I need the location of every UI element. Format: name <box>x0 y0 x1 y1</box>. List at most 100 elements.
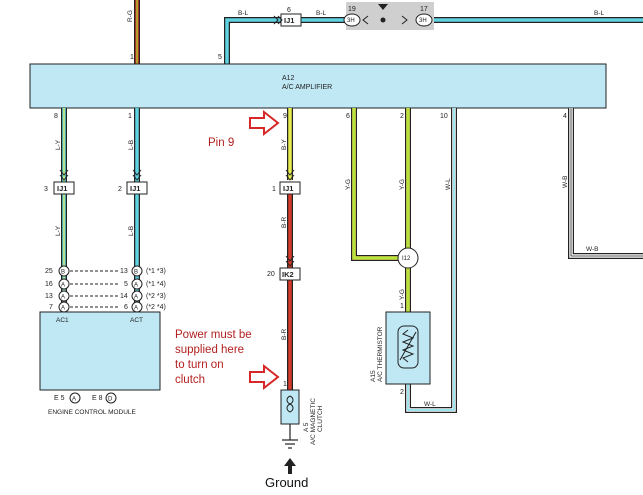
svg-text:B: B <box>61 270 65 276</box>
ecm-e5-connector-icon: A <box>69 392 81 404</box>
pin-label-therm-out: 2 <box>400 389 404 396</box>
svg-text:I12: I12 <box>402 256 411 262</box>
annotation-ground: Ground <box>265 475 308 490</box>
pin-label-wb: 4 <box>563 113 567 120</box>
pin-label-ac1-ij1: 3 <box>44 186 48 193</box>
red-arrow-power-icon <box>249 363 280 391</box>
svg-text:D: D <box>108 397 113 403</box>
svg-text:(*2 *4): (*2 *4) <box>146 304 166 311</box>
svg-text:25: 25 <box>45 268 53 275</box>
clutch-code: A 5 <box>303 422 310 432</box>
svg-text:IJ1: IJ1 <box>283 184 293 193</box>
pin-label-act-ij1: 2 <box>118 186 122 193</box>
chevron-down-icon <box>285 255 295 267</box>
svg-text:IJ1: IJ1 <box>284 16 294 25</box>
wire-label-wl: W-L <box>445 178 452 190</box>
wire-wl-loop <box>405 108 457 413</box>
wire-bl-top <box>224 17 643 64</box>
wire-wb <box>568 108 643 259</box>
wire-label-yg-2: Y-G <box>399 179 406 190</box>
svg-text:16: 16 <box>45 281 53 288</box>
red-arrow-pin9-icon <box>249 109 280 137</box>
svg-text:A: A <box>134 306 138 312</box>
ecm-e5-label: E 5 <box>54 395 65 402</box>
thermistor-code: A15 <box>370 370 377 382</box>
wire-label-br-1: B-R <box>281 217 288 229</box>
ecm-e8-label: E 8 <box>92 395 103 402</box>
ij1-top-connector: IJ1 <box>280 13 302 27</box>
svg-text:3H: 3H <box>347 18 355 24</box>
junction-node-icon <box>362 4 408 25</box>
pin-label-clutch: 1 <box>283 381 287 388</box>
engine-control-module-box <box>39 311 161 391</box>
wire-label-bl-3: B-L <box>594 10 605 17</box>
ij1-top-pin: 6 <box>287 7 291 14</box>
clutch-name-1: A/C MAGNETIC <box>310 398 317 445</box>
ij1-ac1-connector: IJ1 <box>53 181 75 195</box>
svg-text:IJ1: IJ1 <box>130 184 140 193</box>
magnetic-clutch-icon <box>280 389 300 449</box>
wire-label-yg-3: Y-G <box>399 289 406 300</box>
pin-label-therm-10: 10 <box>440 113 448 120</box>
wire-yg-pin6 <box>351 108 398 261</box>
wire-label-lb-1: L-B <box>128 140 135 150</box>
annotation-power-line-4: clutch <box>175 374 205 386</box>
svg-text:IK2: IK2 <box>282 270 294 279</box>
svg-text:(*1 *4): (*1 *4) <box>146 281 166 288</box>
pin-label-17: 17 <box>420 6 428 13</box>
svg-text:IJ1: IJ1 <box>57 184 67 193</box>
wire-label-br-2: B-R <box>281 329 288 341</box>
pin-label-clutch-amp: 9 <box>283 113 287 120</box>
svg-text:A: A <box>61 306 65 312</box>
annotation-pin9: Pin 9 <box>208 137 234 149</box>
chevron-down-icon <box>132 169 142 181</box>
i12-junction-connector: I12 <box>397 247 419 269</box>
amplifier-code: A12 <box>282 75 295 82</box>
svg-text:7: 7 <box>49 304 53 311</box>
svg-text:14: 14 <box>120 293 128 300</box>
annotation-power-line-2: supplied here <box>175 344 244 356</box>
wire-label-bl-2: B-L <box>316 10 327 17</box>
svg-text:6: 6 <box>124 304 128 311</box>
wire-label-wl-bottom: W-L <box>424 401 436 408</box>
svg-text:A: A <box>134 295 138 301</box>
wire-label-ly-1: L-Y <box>55 139 62 150</box>
pin-label-clutch-ij1: 1 <box>272 186 276 193</box>
wire-label-lb-2: L-B <box>128 226 135 236</box>
annotation-power-line-3: to turn on <box>175 359 224 371</box>
svg-text:A: A <box>72 397 76 403</box>
annotation-power-line-1: Power must be <box>175 329 252 341</box>
ecm-pin-row-4: 7 A 6 A (*2 *4) <box>49 301 166 313</box>
pin-label-19: 19 <box>348 6 356 13</box>
svg-text:(*1 *3): (*1 *3) <box>146 268 166 275</box>
wire-label-by: B-Y <box>281 139 288 151</box>
ground-arrow-icon <box>284 458 296 474</box>
wire-label-yg-1: Y-G <box>345 179 352 190</box>
chevron-icon <box>273 15 283 25</box>
clutch-name-2: CLUTCH <box>317 405 324 432</box>
wire-label-bl-1: B-L <box>238 10 249 17</box>
pin-label-ik2: 20 <box>267 271 275 278</box>
ecm-pin-row-1: 25 B 13 B (*1 *3) <box>45 265 166 277</box>
svg-text:5: 5 <box>124 281 128 288</box>
wire-label-rg: R-G <box>127 10 134 22</box>
pin-label-top-1: 1 <box>130 54 134 61</box>
wire-label-wb-1: W-B <box>562 175 569 188</box>
ac-amplifier-box <box>29 63 607 109</box>
ecm-ac1-label: AC1 <box>56 317 69 324</box>
ecm-pin-row-3: 13 A 14 A (*2 *3) <box>45 290 166 302</box>
svg-text:13: 13 <box>45 293 53 300</box>
pin-label-therm-in: 1 <box>400 303 404 310</box>
conn-3h-right: 3H <box>415 13 433 27</box>
amplifier-name: A/C AMPLIFIER <box>282 84 332 91</box>
svg-text:13: 13 <box>120 268 128 275</box>
pin-label-therm-6: 6 <box>346 113 350 120</box>
pin-label-therm-2: 2 <box>400 113 404 120</box>
ecm-e8-connector-icon: D <box>105 392 117 404</box>
ij1-act-connector: IJ1 <box>126 181 148 195</box>
pin-label-top-5: 5 <box>218 54 222 61</box>
ecm-pin-row-2: 16 A 5 A (*1 *4) <box>45 278 166 290</box>
chevron-down-icon <box>59 169 69 181</box>
svg-text:A: A <box>134 283 138 289</box>
